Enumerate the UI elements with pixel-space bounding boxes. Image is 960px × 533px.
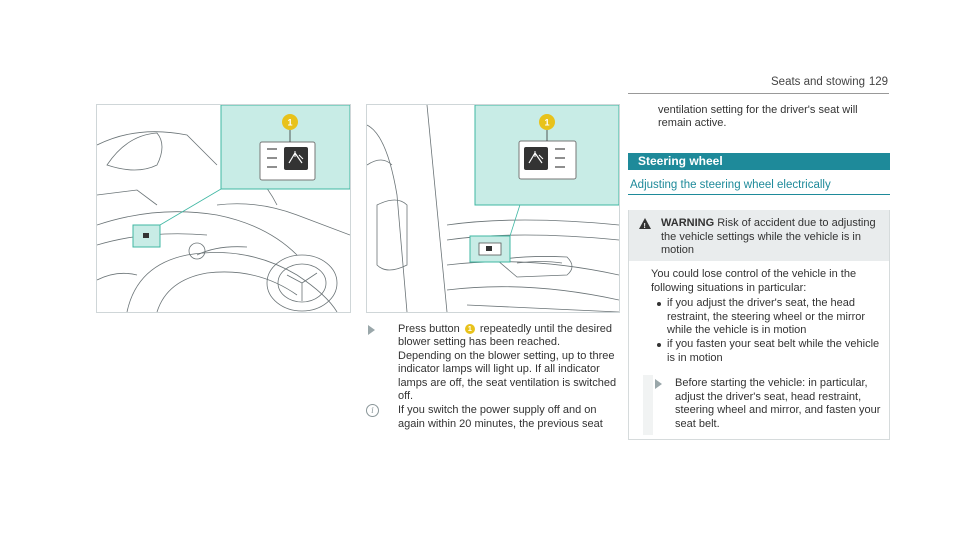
warning-action-step: Before starting the vehicle: in particul… — [643, 375, 881, 436]
step-arrow-icon — [368, 325, 375, 335]
right-column: ventilation setting for the driver's sea… — [628, 104, 890, 440]
warning-intro: You could lose control of the vehicle in… — [651, 268, 857, 294]
step-text-after: repeatedly until the desired blower sett… — [398, 323, 612, 349]
callout-1-icon: 1 — [464, 324, 475, 335]
step-detail: Depending on the blower setting, up to t… — [398, 349, 617, 403]
warning-bullet-list: if you adjust the driver's seat, the hea… — [651, 297, 881, 365]
figure-door-panel-illustration: 1 — [366, 104, 620, 313]
step-text-before: Press button — [398, 323, 460, 335]
info-icon: i — [366, 404, 379, 418]
section-title-steering-wheel: Steering wheel — [628, 152, 890, 170]
action-text: Before starting the vehicle: in particul… — [675, 377, 881, 430]
warning-triangle-icon: ! — [639, 218, 651, 230]
warning-header: ! WARNING Risk of accident due to adjust… — [629, 210, 889, 262]
instruction-step: Press button 1 repeatedly until the desi… — [366, 323, 622, 403]
dashboard-illustration: 1 — [97, 105, 350, 312]
header-section-title: Seats and stowing — [771, 76, 865, 88]
note-text: If you switch the power supply off and o… — [398, 404, 603, 430]
middle-column: Press button 1 repeatedly until the desi… — [366, 323, 622, 431]
figure2-callout-label: 1 — [544, 118, 549, 128]
list-item: if you fasten your seat belt while the v… — [651, 338, 881, 365]
figure-dashboard-illustration: 1 — [96, 104, 351, 313]
note-continuation: ventilation setting for the driver's sea… — [658, 104, 858, 130]
header-page-number: 129 — [868, 76, 888, 88]
step-arrow-icon — [655, 379, 662, 390]
bullet-icon — [657, 302, 661, 307]
warning-body: You could lose control of the vehicle in… — [629, 261, 889, 438]
list-item: if you adjust the driver's seat, the hea… — [651, 297, 881, 337]
bullet-icon — [657, 343, 661, 348]
action-sidebar — [643, 375, 653, 436]
figure1-callout-label: 1 — [287, 118, 292, 128]
warning-box: ! WARNING Risk of accident due to adjust… — [628, 210, 890, 440]
warning-label: WARNING — [661, 217, 715, 230]
door-panel-illustration: 1 — [367, 105, 619, 312]
header-rule — [628, 93, 889, 94]
warning-title-text: Risk of accident due to adjusting the ve… — [661, 217, 876, 257]
info-note: i If you switch the power supply off and… — [366, 404, 622, 431]
subsection-title: Adjusting the steering wheel electricall… — [628, 179, 890, 196]
